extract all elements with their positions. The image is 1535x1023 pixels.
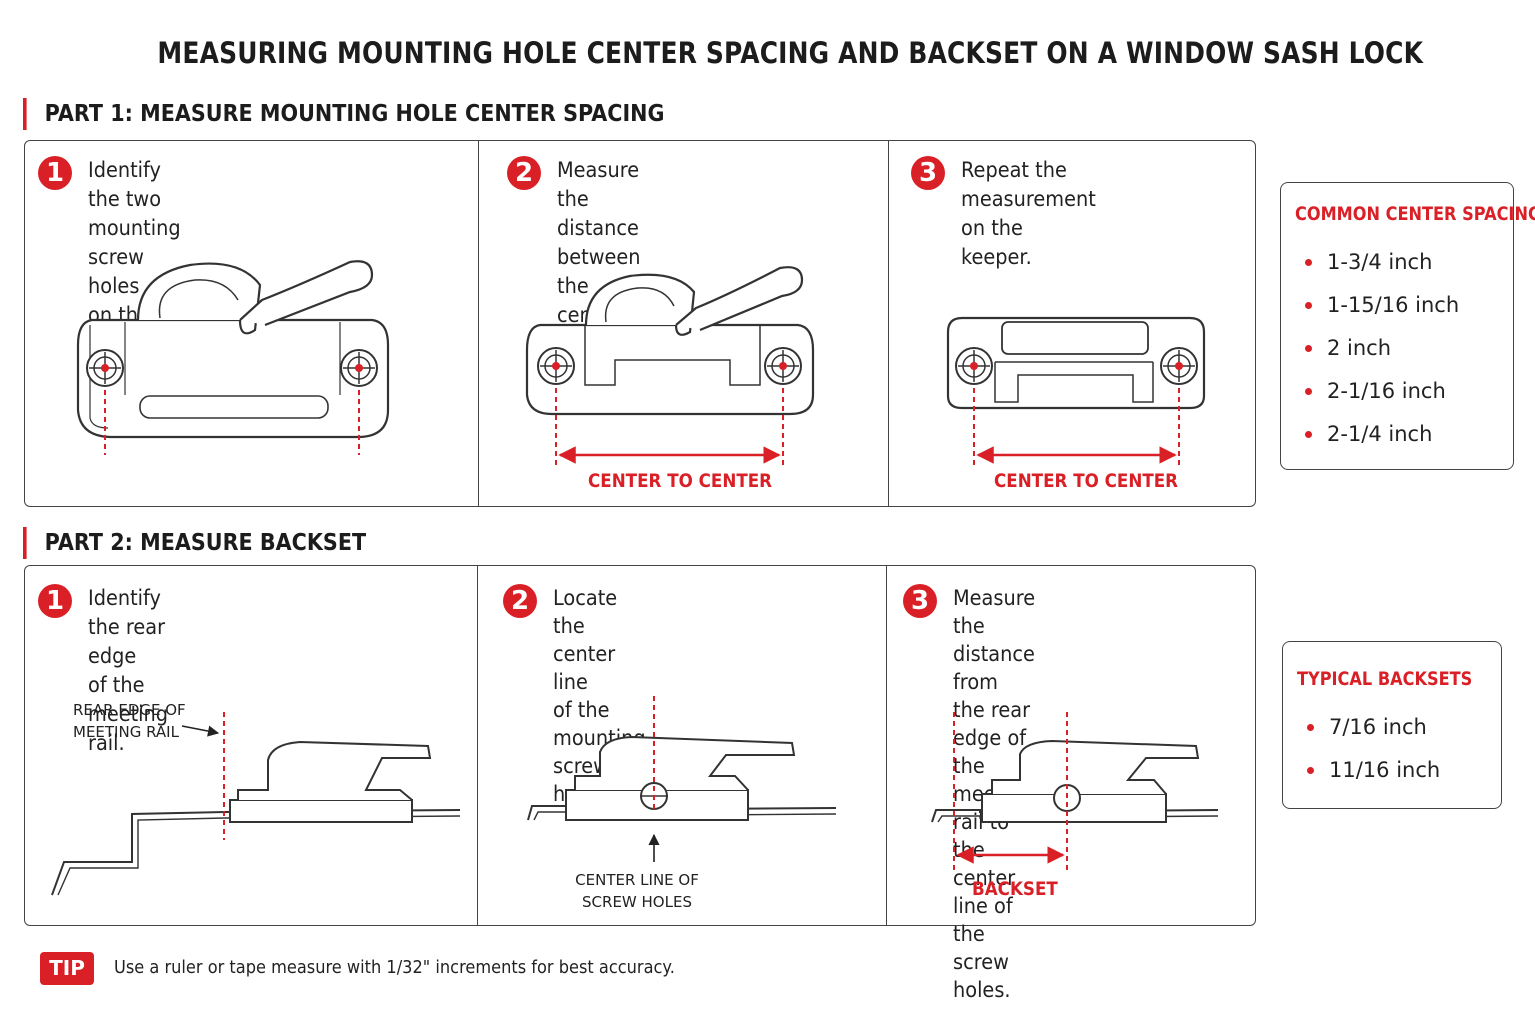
typical-backsets-title: TYPICAL BACKSETS [1297, 668, 1473, 690]
step-instruction: Measure the distance between the centers… [557, 158, 641, 414]
list-item: 1-15/16 inch [1303, 284, 1459, 327]
list-item: 2-1/16 inch [1303, 370, 1459, 413]
step-number-badge: 2 [507, 156, 541, 190]
tip-badge: TIP [40, 952, 94, 985]
step-number-badge: 3 [911, 156, 945, 190]
common-spacings-box: COMMON CENTER SPACINGS 1-3/4 inch 1-15/1… [1280, 182, 1535, 470]
step-instruction: Identify the rear edge of the meeting ra… [88, 586, 169, 755]
step-instruction: Identify the two mounting screw holes on… [88, 158, 181, 385]
list-item: 1-3/4 inch [1303, 241, 1459, 284]
step-number-badge: 3 [903, 584, 937, 618]
step-number-badge: 2 [503, 584, 537, 618]
page-title: MEASURING MOUNTING HOLE CENTER SPACING A… [157, 36, 1424, 70]
typical-backsets-box: TYPICAL BACKSETS 7/16 inch 11/16 inch [1282, 641, 1502, 809]
step-instruction: Measure the distance from the rear edge … [953, 586, 1036, 1002]
backset-label: BACKSET [972, 878, 1058, 900]
step-number-badge: 1 [38, 584, 72, 618]
tip-text: Use a ruler or tape measure with 1/32" i… [114, 957, 675, 978]
typical-backsets-list: 7/16 inch 11/16 inch [1305, 706, 1440, 792]
part2-heading: PART 2: MEASURE BACKSET [23, 527, 366, 559]
part2-divider-1 [477, 566, 478, 925]
list-item: 11/16 inch [1305, 749, 1440, 792]
common-spacings-title: COMMON CENTER SPACINGS [1295, 203, 1535, 225]
part1-divider-2 [888, 141, 889, 506]
center-to-center-label-keeper: CENTER TO CENTER [994, 470, 1179, 492]
list-item: 7/16 inch [1305, 706, 1440, 749]
part2-divider-2 [886, 566, 887, 925]
step-number-badge: 1 [38, 156, 72, 190]
part1-divider-1 [478, 141, 479, 506]
part1-heading: PART 1: MEASURE MOUNTING HOLE CENTER SPA… [23, 98, 664, 130]
center-to-center-label: CENTER TO CENTER [588, 470, 773, 492]
common-spacings-list: 1-3/4 inch 1-15/16 inch 2 inch 2-1/16 in… [1303, 241, 1459, 456]
list-item: 2 inch [1303, 327, 1459, 370]
step-instruction: Locate the center line of the mounting s… [553, 586, 646, 806]
list-item: 2-1/4 inch [1303, 413, 1459, 456]
step-instruction: Repeat the measurement on the keeper. [961, 158, 1096, 269]
